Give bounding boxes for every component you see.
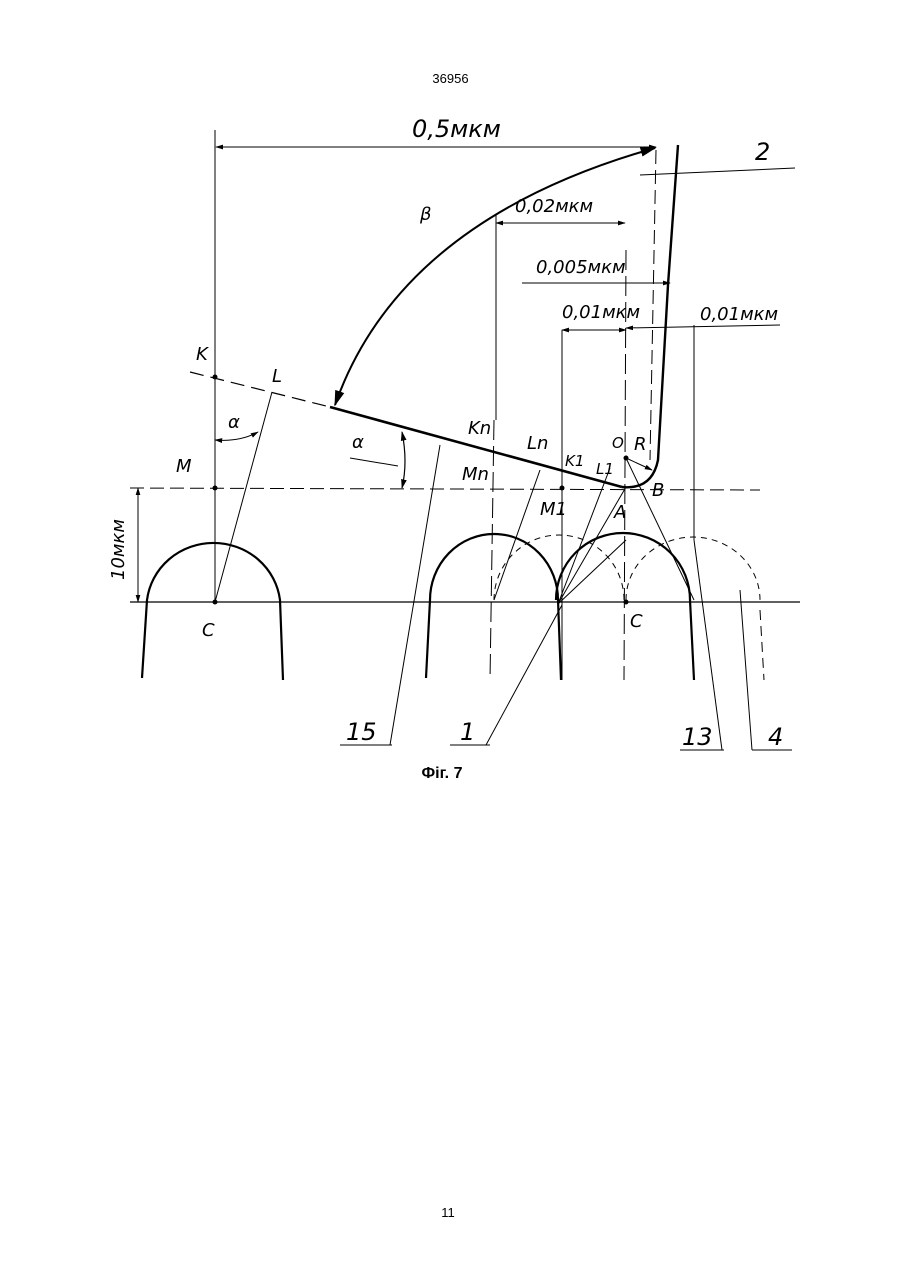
- leader-13: [694, 540, 722, 750]
- callout-13: 13: [682, 723, 713, 751]
- page-footer-number: 11: [0, 1205, 896, 1220]
- leader-15: [390, 445, 440, 745]
- callout-1: 1: [460, 718, 475, 746]
- label-a: A: [613, 502, 626, 523]
- figure-caption: Фіг. 7: [0, 765, 884, 783]
- callout-4: 4: [768, 723, 783, 751]
- profile-1: [426, 534, 561, 680]
- alpha-arc-left: [215, 432, 258, 440]
- label-kn: Kn: [468, 418, 491, 439]
- technical-drawing: 0,5мкм 0,02мкм 0,005мкм 0,01мкм 0,01мкм …: [0, 0, 901, 800]
- tool-dashed: [650, 150, 656, 460]
- profile-left: [142, 543, 283, 680]
- cl-3: [558, 540, 626, 604]
- point-m1: [560, 486, 565, 491]
- dim-001-right: [626, 325, 780, 328]
- point-m: [213, 486, 218, 491]
- alpha-leader: [350, 458, 398, 466]
- callout-15: 15: [346, 718, 377, 746]
- label-alpha-right: α: [352, 432, 364, 453]
- label-l: L: [272, 366, 282, 387]
- dash-vert-1: [490, 420, 494, 680]
- label-k: K: [196, 344, 209, 365]
- label-c-left: C: [202, 620, 215, 641]
- dim-label-10: 10мкм: [108, 519, 129, 580]
- callout-2: 2: [755, 138, 770, 166]
- point-o: [624, 456, 629, 461]
- dashed-tail: [760, 610, 764, 680]
- dim-label-0005: 0,005мкм: [536, 257, 626, 278]
- label-beta: β: [419, 204, 432, 225]
- incline-dashed: [190, 372, 330, 407]
- label-alpha-left: α: [228, 412, 240, 433]
- point-c-left: [213, 600, 218, 605]
- top-line: [130, 488, 760, 490]
- dim-label-001-right: 0,01мкм: [700, 304, 778, 325]
- dim-label-001-left: 0,01мкм: [562, 302, 640, 323]
- dim-label-05: 0,5мкм: [412, 115, 501, 143]
- label-r: R: [634, 434, 647, 455]
- point-c-right: [624, 600, 629, 605]
- leader-1: [486, 605, 562, 745]
- label-k1: K1: [565, 452, 584, 470]
- dim-label-002: 0,02мкм: [515, 196, 593, 217]
- alpha-arc-right: [402, 432, 405, 488]
- label-c-right: C: [630, 611, 643, 632]
- label-ln: Ln: [527, 433, 548, 454]
- cl-1: [215, 392, 272, 602]
- leader-2: [640, 168, 795, 175]
- label-m1: M1: [540, 499, 567, 520]
- label-l1: L1: [596, 460, 614, 478]
- leader-4: [740, 590, 752, 750]
- label-m: M: [176, 456, 192, 477]
- label-b: B: [652, 480, 664, 501]
- label-o: O: [612, 434, 624, 452]
- radius-line: [626, 458, 652, 470]
- point-k: [213, 375, 218, 380]
- label-mn: Mn: [462, 464, 489, 485]
